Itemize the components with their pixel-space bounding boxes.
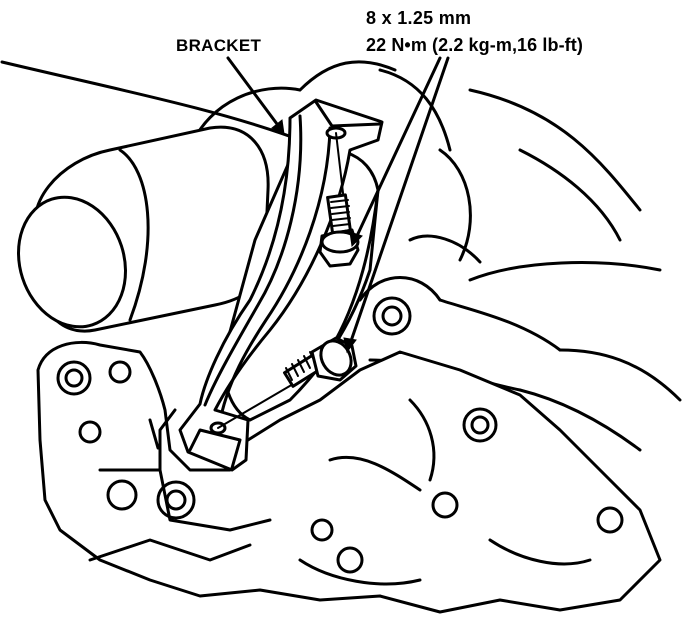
engine-block <box>36 296 662 614</box>
upper-bolt <box>318 132 360 268</box>
bracket-label: BRACKET <box>176 36 262 55</box>
torque-spec-label: 22 N•m (2.2 kg-m,16 lb-ft) <box>366 35 583 55</box>
bolt-spec-leaders <box>343 56 450 354</box>
lower-bolt <box>217 336 358 429</box>
bracket-leader <box>226 56 285 135</box>
pulley-cylinder <box>17 125 270 333</box>
bolt-size-label: 8 x 1.25 mm <box>366 8 472 28</box>
